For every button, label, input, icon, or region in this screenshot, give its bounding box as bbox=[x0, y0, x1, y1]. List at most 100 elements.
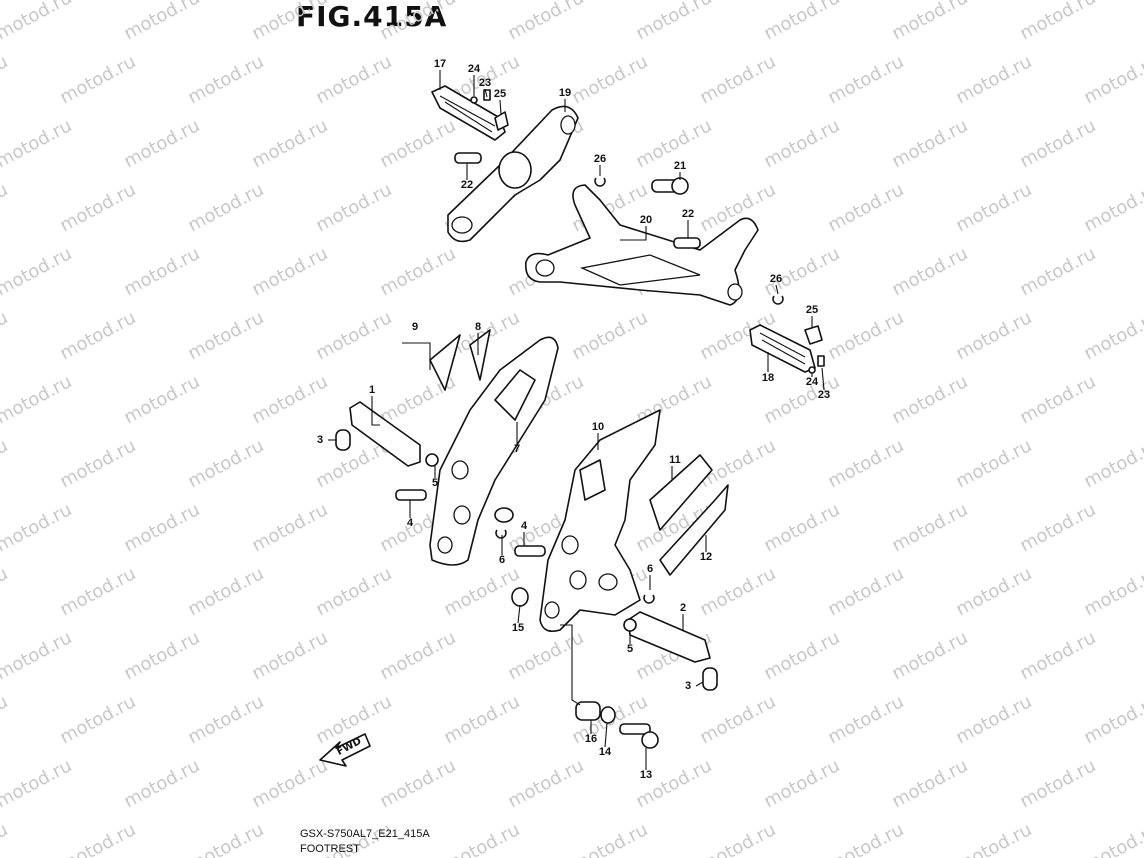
watermark-text: motod.ru bbox=[888, 755, 971, 812]
watermark-text: motod.ru bbox=[248, 371, 331, 428]
watermark-text: motod.ru bbox=[56, 563, 139, 620]
watermark-text: motod.ru bbox=[760, 755, 843, 812]
callout-number: 15 bbox=[512, 622, 524, 634]
clip-6-left bbox=[495, 529, 507, 539]
front-right-footrest-assembly bbox=[511, 409, 729, 749]
callout-number: 25 bbox=[806, 304, 818, 316]
callout-leader-line bbox=[517, 604, 521, 624]
watermark-text: motod.ru bbox=[888, 627, 971, 684]
heel-guard-7 bbox=[494, 369, 536, 421]
front-footrest-bracket-right bbox=[539, 409, 661, 633]
callout-number: 17 bbox=[434, 58, 446, 70]
watermark-text: motod.ru bbox=[56, 819, 139, 858]
callout-number: 13 bbox=[640, 769, 652, 781]
callout-number: 18 bbox=[762, 372, 774, 384]
bracket-hole bbox=[544, 601, 560, 619]
watermark-text: motod.ru bbox=[0, 563, 11, 620]
watermark-text: motod.ru bbox=[0, 819, 11, 858]
watermark-text: motod.ru bbox=[696, 691, 779, 748]
watermark-text: motod.ru bbox=[0, 51, 11, 108]
watermark-text: motod.ru bbox=[248, 115, 331, 172]
callout-number: 21 bbox=[674, 160, 686, 172]
watermark-text: motod.ru bbox=[0, 627, 75, 684]
watermark-text: motod.ru bbox=[0, 307, 11, 364]
watermark-text: motod.ru bbox=[632, 755, 715, 812]
watermark-text: motod.ru bbox=[56, 435, 139, 492]
bolt-13 bbox=[619, 723, 651, 735]
watermark-text: motod.ru bbox=[312, 179, 395, 236]
bracket-hole bbox=[569, 570, 587, 590]
watermark-text: motod.ru bbox=[760, 0, 843, 44]
pin-22-lower bbox=[673, 237, 701, 249]
watermark-text: motod.ru bbox=[120, 755, 203, 812]
watermark-text: motod.ru bbox=[184, 819, 267, 858]
callout-leader-line bbox=[620, 226, 647, 241]
callout-number: 3 bbox=[317, 434, 323, 446]
callout-number: 4 bbox=[521, 520, 528, 532]
callout-leader-line bbox=[821, 367, 825, 391]
callout-leader-line bbox=[604, 722, 608, 748]
callout-number: 10 bbox=[592, 421, 604, 433]
peg-ridge bbox=[759, 332, 806, 365]
watermark-text: motod.ru bbox=[696, 563, 779, 620]
watermark-text: motod.ru bbox=[696, 51, 779, 108]
spring-5-right bbox=[623, 618, 637, 632]
watermark-text: motod.ru bbox=[0, 243, 75, 300]
watermark-text: motod.ru bbox=[760, 115, 843, 172]
callout-number: 3 bbox=[685, 680, 691, 692]
watermark-text: motod.ru bbox=[1080, 179, 1144, 236]
watermark-text: motod.ru bbox=[184, 307, 267, 364]
watermark-text: motod.ru bbox=[1016, 755, 1099, 812]
watermark-text: motod.ru bbox=[952, 563, 1035, 620]
bracket-hole bbox=[437, 536, 453, 554]
front-left-footrest-assembly bbox=[335, 329, 559, 566]
watermark-text: motod.ru bbox=[0, 499, 75, 556]
pin-3-left bbox=[335, 429, 351, 451]
bracket-hole bbox=[727, 283, 743, 301]
watermark-text: motod.ru bbox=[1016, 0, 1099, 44]
watermark-text: motod.ru bbox=[0, 0, 75, 44]
watermark-text: motod.ru bbox=[824, 691, 907, 748]
watermark-text: motod.ru bbox=[1016, 371, 1099, 428]
front-footpeg-left bbox=[349, 401, 421, 467]
watermark-text: motod.ru bbox=[1016, 499, 1099, 556]
watermark-text: motod.ru bbox=[1016, 243, 1099, 300]
spring-5-left bbox=[425, 453, 439, 467]
watermark-text: motod.ru bbox=[824, 819, 907, 858]
watermark-text: motod.ru bbox=[312, 307, 395, 364]
clip-26-lower bbox=[772, 295, 784, 305]
watermark-text: motod.ru bbox=[504, 755, 587, 812]
callout-number: 23 bbox=[479, 77, 491, 89]
watermark-text: motod.ru bbox=[952, 307, 1035, 364]
watermark-text: motod.ru bbox=[504, 627, 587, 684]
watermark-text: motod.ru bbox=[0, 755, 75, 812]
watermark-text: motod.ru bbox=[184, 179, 267, 236]
clip-6-right bbox=[643, 594, 655, 604]
callout-number: 11 bbox=[669, 454, 681, 466]
bracket-hole bbox=[453, 505, 471, 525]
watermark-text: motod.ru bbox=[0, 371, 75, 428]
watermark-text: motod.ru bbox=[824, 435, 907, 492]
watermark-text: motod.ru bbox=[0, 179, 11, 236]
watermark-text: motod.ru bbox=[56, 307, 139, 364]
watermark-text: motod.ru bbox=[760, 627, 843, 684]
watermark-text: motod.ru bbox=[248, 0, 331, 44]
callout-number: 6 bbox=[499, 554, 505, 566]
bracket-hole bbox=[451, 460, 469, 480]
bracket-hole bbox=[560, 115, 576, 135]
watermark-text: motod.ru bbox=[824, 307, 907, 364]
figure-title: FIG.415A bbox=[296, 0, 448, 33]
cover-12 bbox=[659, 484, 729, 576]
watermark-text: motod.ru bbox=[760, 499, 843, 556]
clip-26-upper bbox=[594, 177, 606, 187]
callout-number: 19 bbox=[559, 87, 571, 99]
bracket-hole bbox=[561, 535, 579, 555]
callout-number: 6 bbox=[647, 563, 653, 575]
watermark-text: motod.ru bbox=[888, 115, 971, 172]
watermark-text: motod.ru bbox=[888, 0, 971, 44]
callout-number: 1 bbox=[369, 384, 375, 396]
callout-number: 20 bbox=[640, 214, 652, 226]
watermark-text: motod.ru bbox=[568, 51, 651, 108]
